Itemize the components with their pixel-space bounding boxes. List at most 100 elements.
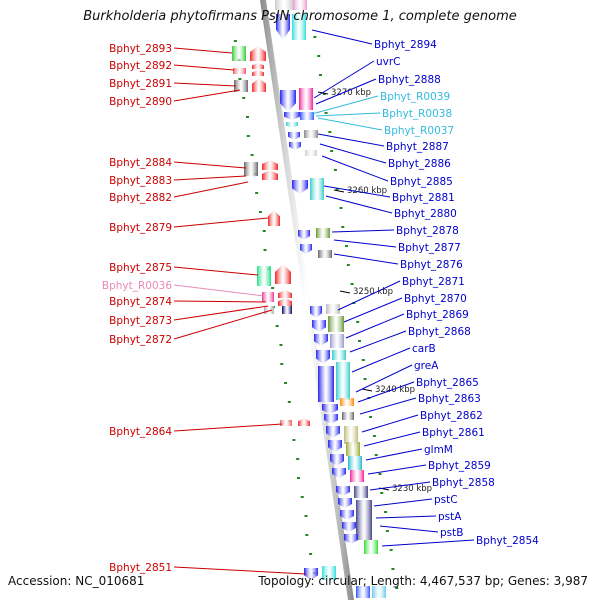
right-strand-gene: [322, 566, 336, 580]
ring-tick-outer: [384, 511, 388, 513]
right-strand-gene: [328, 440, 342, 452]
ring-tick-outer: [345, 245, 349, 247]
right-strand-gene: [310, 306, 322, 318]
genome-backbone: [260, 0, 354, 600]
ring-tick-inner: [280, 363, 284, 365]
right-strand-gene: [284, 112, 300, 120]
right-gene-label: Bphyt_2881: [392, 192, 455, 204]
left-gene-label: Bphyt_2873: [109, 315, 172, 327]
right-gene-label: Bphyt_2878: [396, 225, 459, 237]
right-gene-label: Bphyt_R0038: [382, 108, 452, 120]
ring-tick-outer: [378, 473, 382, 475]
right-gene-label: Bphyt_2862: [420, 410, 483, 422]
scale-label: 3250 kbp: [353, 287, 393, 297]
right-strand-gene: [356, 586, 370, 598]
right-strand-gene: [276, 14, 290, 40]
left-gene-label: Bphyt_2874: [109, 296, 172, 308]
ring-tick-outer: [346, 264, 350, 266]
left-strand-gene: [262, 170, 278, 180]
right-strand-gene: [300, 244, 312, 254]
ring-tick-inner: [250, 154, 254, 156]
left-strand-gene: [257, 266, 271, 286]
left-strand-gene: [233, 68, 246, 74]
scale-label: 3270 kbp: [331, 88, 371, 98]
right-gene-label: Bphyt_2869: [406, 309, 469, 321]
left-callout-line: [173, 423, 283, 432]
ring-tick-outer: [313, 36, 317, 38]
right-callout-line: [331, 229, 395, 233]
ring-tick-inner: [287, 401, 291, 403]
ring-tick-inner: [309, 553, 313, 555]
ring-tick-outer: [322, 93, 326, 95]
ring-tick-outer: [372, 435, 376, 437]
right-strand-gene: [330, 454, 344, 466]
right-callout-line: [381, 539, 475, 547]
right-callout-line: [315, 112, 381, 117]
ring-tick-outer: [389, 549, 393, 551]
right-callout-line: [357, 381, 415, 403]
scale-tick: [339, 290, 351, 294]
right-gene-label: glmM: [424, 444, 453, 456]
right-callout-line: [315, 78, 377, 105]
right-strand-gene: [344, 426, 358, 444]
right-gene-label: Bphyt_2894: [374, 39, 437, 51]
left-gene-label: Bphyt_2875: [109, 262, 172, 274]
right-callout-line: [351, 347, 411, 373]
right-strand-gene: [305, 150, 317, 156]
right-strand-gene: [340, 510, 354, 520]
left-gene-label: Bphyt_2891: [109, 78, 172, 90]
right-gene-label: Bphyt_2871: [402, 276, 465, 288]
ring-tick-outer: [335, 188, 339, 190]
left-strand-gene: [252, 63, 264, 69]
left-callout-line: [173, 175, 247, 181]
right-callout-line: [311, 95, 379, 115]
right-callout-line: [321, 155, 389, 182]
ring-tick-outer: [391, 568, 395, 570]
left-strand-gene: [252, 78, 266, 92]
ring-tick-inner: [279, 344, 283, 346]
ring-tick-inner: [246, 135, 250, 137]
right-strand-gene: [326, 304, 340, 314]
left-gene-label: Bphyt_R0036: [102, 280, 172, 292]
ring-tick-inner: [233, 40, 237, 42]
left-gene-label: Bphyt_2851: [109, 562, 172, 574]
left-callout-line: [173, 82, 237, 87]
right-strand-gene: [318, 366, 334, 402]
ring-tick-inner: [262, 230, 266, 232]
right-callout-line: [317, 133, 385, 147]
right-strand-gene: [372, 586, 386, 598]
right-strand-gene: [336, 362, 350, 400]
left-callout-line: [173, 284, 265, 297]
ring-tick-outer: [361, 359, 365, 361]
ring-tick-inner: [238, 78, 242, 80]
left-strand-gene: [250, 46, 266, 61]
right-strand-gene: [299, 88, 313, 110]
map-title: Burkholderia phytofirmans PsJN chromosom…: [83, 9, 517, 24]
right-strand-gene: [326, 426, 340, 438]
right-gene-label: Bphyt_2880: [394, 208, 457, 220]
ring-tick-outer: [356, 321, 360, 323]
right-strand-gene: [364, 540, 378, 554]
left-gene-label: Bphyt_2879: [109, 222, 172, 234]
left-strand-gene: [278, 290, 292, 298]
right-gene-label: Bphyt_2876: [400, 259, 463, 271]
left-callout-line: [173, 161, 247, 169]
right-callout-line: [311, 29, 373, 45]
right-callout-line: [317, 117, 383, 131]
left-callout-line: [173, 309, 273, 340]
right-strand-gene: [342, 522, 356, 532]
right-strand-gene: [332, 350, 346, 360]
ring-tick-outer: [339, 207, 343, 209]
ring-tick-outer: [317, 55, 321, 57]
right-strand-gene: [304, 568, 318, 580]
accession-label: Accession: NC_010681: [8, 574, 145, 588]
left-strand-gene: [262, 160, 278, 170]
right-gene-label: pstC: [434, 494, 458, 506]
right-callout-line: [365, 448, 423, 461]
left-callout-line: [173, 47, 233, 54]
ring-tick-outer: [341, 226, 345, 228]
right-strand-gene: [289, 142, 301, 150]
right-strand-gene: [322, 404, 338, 414]
right-strand-gene: [292, 180, 308, 194]
ring-tick-outer: [363, 378, 367, 380]
